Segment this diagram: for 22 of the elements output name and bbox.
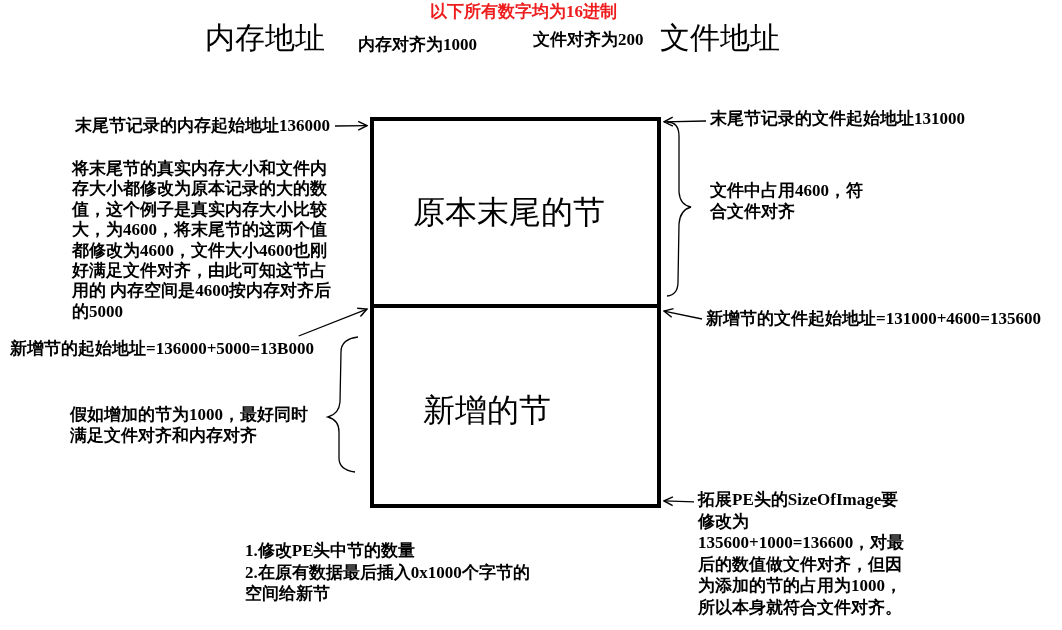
note: 以下所有数字均为16进制 — [430, 2, 617, 22]
annotation: 新增节的文件起始地址=131000+4600=135600 — [706, 309, 1042, 329]
annotation: 新增节的起始地址=136000+5000=13B000 — [10, 339, 314, 359]
list-item: 2.在原有数据最后插入0x1000个字节的空间给新节 — [245, 562, 530, 604]
arrow — [298, 307, 368, 337]
section-label: 新增的节 — [423, 392, 551, 428]
arrow — [663, 116, 707, 127]
annotation: 文件中占用4600，符合文件对齐 — [710, 180, 864, 222]
column-heading: 文件地址 — [660, 20, 780, 56]
column-heading: 内存地址 — [205, 20, 325, 56]
arrow — [334, 120, 368, 131]
annotation: 将末尾节的真实内存大小和文件内存大小都修改为原本记录的大的数值，这个例子是真实内存大小比较大，为4600，将末尾节的这两个值都修改为4600，文件大小4600也刚好满足文件对齐，由此可知这节占用的 内存空间是4600按内存对齐后的5000 — [72, 159, 333, 323]
arrow — [663, 307, 703, 320]
list-item: 1.修改PE头中节的数量 — [245, 541, 416, 561]
annotation: 末尾节记录的文件起始地址131000 — [710, 109, 965, 129]
alignment-note: 文件对齐为200 — [533, 30, 644, 50]
annotation: 假如增加的节为1000，最好同时满足文件对齐和内存对齐 — [70, 404, 309, 446]
arrow — [663, 496, 695, 507]
section-label: 原本末尾的节 — [413, 194, 605, 230]
annotation: 拓展PE头的SizeOfImage要修改为135600+1000=136600，对最后的数值做文件对齐，但因为添加的节的占用为1000，所以本身就符合文件对齐。 — [698, 489, 910, 618]
annotation: 末尾节记录的内存起始地址136000 — [75, 116, 330, 136]
alignment-note: 内存对齐为1000 — [358, 35, 477, 55]
